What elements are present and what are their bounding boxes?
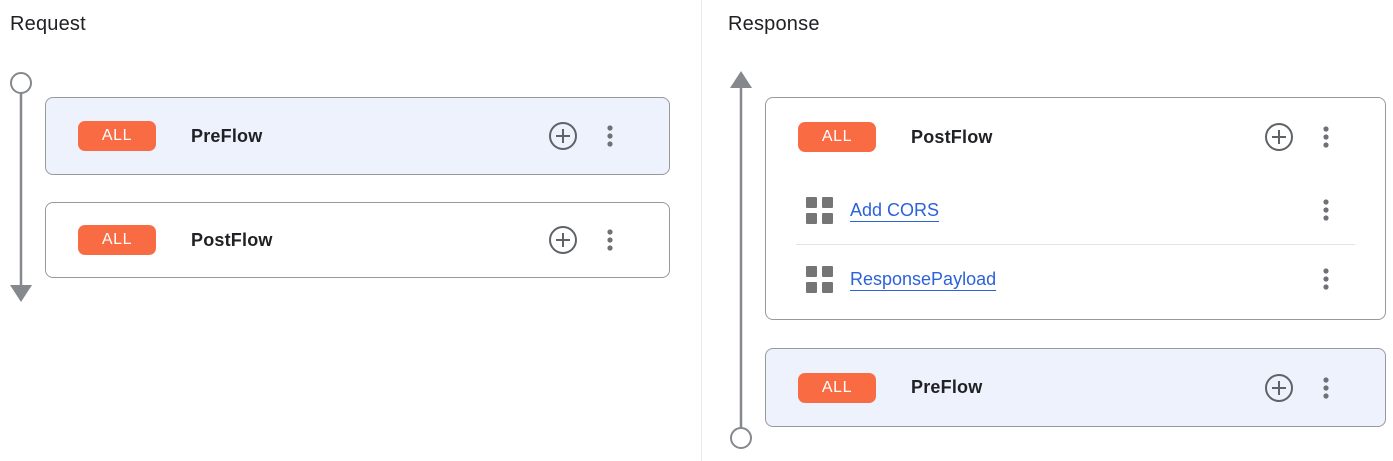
method-badge: ALL — [78, 225, 156, 255]
method-badge: ALL — [78, 121, 156, 151]
more-options-button[interactable] — [1314, 374, 1338, 402]
flow-name: PreFlow — [191, 125, 263, 146]
flow-row: ALL PostFlow — [766, 98, 1385, 176]
flow-row: ALL PreFlow — [46, 98, 669, 174]
more-options-button[interactable] — [598, 122, 622, 150]
policy-link-add-cors[interactable]: Add CORS — [850, 199, 940, 220]
policy-row: ResponsePayload — [766, 245, 1385, 313]
response-panel-title: Response — [728, 13, 820, 35]
panel-divider — [701, 0, 702, 461]
request-preflow-card[interactable]: ALL PreFlow — [45, 97, 670, 175]
flow-row: ALL PreFlow — [766, 349, 1385, 426]
add-policy-button[interactable] — [1264, 373, 1294, 403]
kebab-menu-icon — [1323, 268, 1329, 290]
response-postflow-card[interactable]: ALL PostFlow Add CORS — [765, 97, 1386, 320]
kebab-menu-icon — [1323, 376, 1329, 399]
policy-divider — [796, 244, 1355, 245]
policy-link-response-payload[interactable]: ResponsePayload — [850, 268, 997, 289]
kebab-menu-icon — [1323, 126, 1329, 148]
method-badge: ALL — [798, 122, 876, 152]
kebab-menu-icon — [607, 229, 613, 251]
flow-name: PostFlow — [911, 126, 993, 147]
policy-grid-icon — [806, 196, 833, 224]
more-options-button[interactable] — [1314, 123, 1338, 151]
more-options-button[interactable] — [1314, 265, 1338, 293]
request-panel-title: Request — [10, 13, 86, 35]
flow-name: PreFlow — [911, 377, 983, 397]
flow-name: PostFlow — [191, 229, 273, 250]
plus-circle-icon — [1265, 123, 1293, 151]
add-policy-button[interactable] — [548, 121, 578, 151]
policy-row: Add CORS — [766, 176, 1385, 244]
request-timeline-arrow-down-icon — [10, 72, 32, 302]
add-policy-button[interactable] — [548, 225, 578, 255]
more-options-button[interactable] — [1314, 196, 1338, 224]
policy-grid-icon — [806, 265, 833, 293]
response-timeline-arrow-up-icon — [730, 71, 752, 449]
more-options-button[interactable] — [598, 226, 622, 254]
response-preflow-card[interactable]: ALL PreFlow — [765, 348, 1386, 427]
request-postflow-card[interactable]: ALL PostFlow — [45, 202, 670, 278]
plus-circle-icon — [549, 226, 577, 254]
plus-circle-icon — [1265, 373, 1293, 402]
kebab-menu-icon — [607, 125, 613, 147]
plus-circle-icon — [549, 122, 577, 150]
kebab-menu-icon — [1323, 199, 1329, 221]
add-policy-button[interactable] — [1264, 122, 1294, 152]
flow-row: ALL PostFlow — [46, 203, 669, 277]
method-badge: ALL — [798, 372, 876, 403]
